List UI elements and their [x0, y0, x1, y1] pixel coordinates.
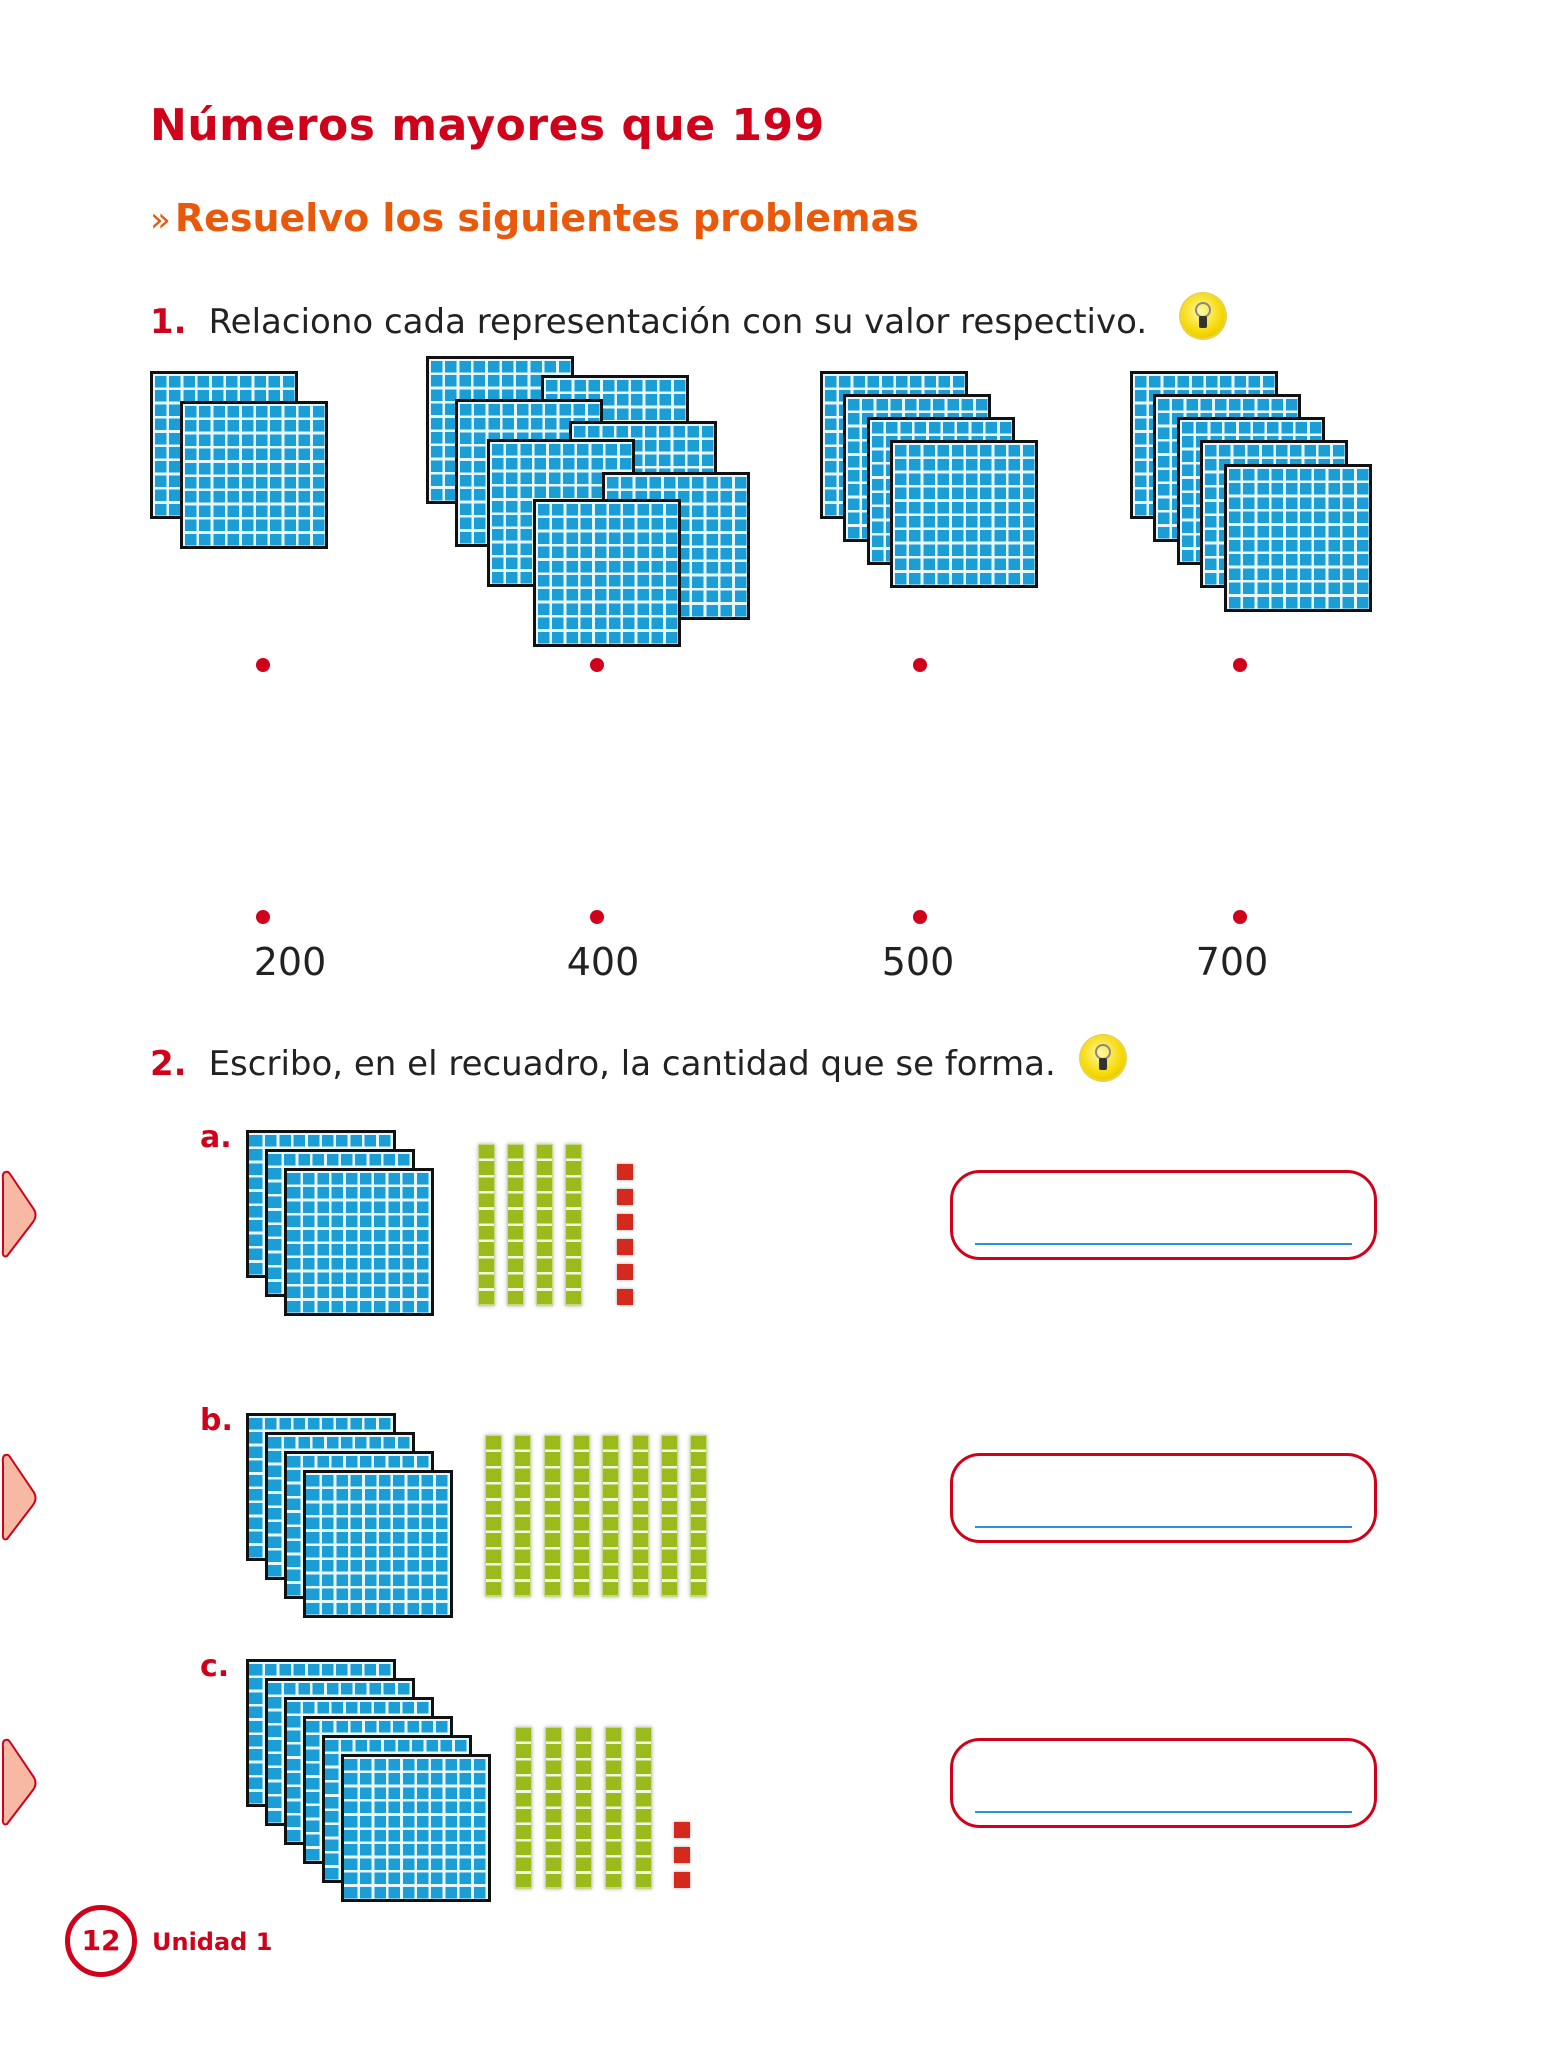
ten-rod — [660, 1435, 678, 1597]
value-label: 200 — [253, 940, 327, 984]
lightbulb-icon[interactable] — [1081, 1036, 1125, 1080]
match-dot-bottom[interactable] — [913, 910, 927, 924]
ten-rod — [485, 1435, 502, 1597]
ten-rod — [507, 1144, 524, 1306]
item-letter: c. — [200, 1649, 230, 1684]
hundred-flat — [180, 401, 328, 549]
ten-rod — [631, 1435, 649, 1597]
ten-rod — [515, 1727, 532, 1889]
arrow-icon — [0, 1736, 40, 1830]
arrow-icon — [0, 1168, 40, 1262]
one-cube — [617, 1239, 633, 1255]
answer-line — [975, 1526, 1352, 1528]
ten-rod — [635, 1727, 652, 1889]
one-cube — [617, 1189, 633, 1205]
unit-label: Unidad 1 — [152, 1928, 273, 1956]
value-label: 400 — [566, 940, 640, 984]
ten-rod — [572, 1435, 590, 1597]
one-cube — [674, 1872, 690, 1888]
question-1: 1. Relaciono cada representación con su v… — [150, 302, 1147, 342]
match-dot-bottom[interactable] — [1233, 910, 1247, 924]
answer-box[interactable] — [950, 1453, 1377, 1543]
answer-line — [975, 1811, 1352, 1813]
one-cube — [617, 1264, 633, 1280]
answer-box[interactable] — [950, 1738, 1377, 1828]
hundred-flat — [1224, 464, 1372, 612]
subtitle-text: Resuelvo los siguientes problemas — [174, 196, 919, 240]
one-cube — [617, 1164, 633, 1180]
match-dot-top[interactable] — [1233, 658, 1247, 672]
ten-rod — [536, 1144, 553, 1306]
ten-rod — [565, 1144, 582, 1306]
question-2: 2. Escribo, en el recuadro, la cantidad q… — [150, 1044, 1056, 1084]
section-subtitle: »Resuelvo los siguientes problemas — [150, 196, 919, 240]
one-cube — [617, 1289, 633, 1305]
item-letter: b. — [200, 1403, 233, 1438]
page-number: 12 — [65, 1905, 137, 1977]
match-dot-bottom[interactable] — [256, 910, 270, 924]
hundred-flat — [303, 1470, 453, 1618]
match-dot-top[interactable] — [256, 658, 270, 672]
ten-rod — [478, 1144, 495, 1306]
hundred-flat — [341, 1754, 491, 1902]
one-cube — [674, 1847, 690, 1863]
hundred-flat — [533, 499, 681, 647]
one-cube — [674, 1822, 690, 1838]
ten-rod — [543, 1435, 561, 1597]
answer-box[interactable] — [950, 1170, 1377, 1260]
hundred-flat — [890, 440, 1038, 588]
question-number: 1. — [150, 302, 187, 342]
answer-line — [975, 1243, 1352, 1245]
lightbulb-icon[interactable] — [1181, 294, 1225, 338]
question-text: Escribo, en el recuadro, la cantidad que… — [208, 1044, 1056, 1084]
chevron-icon: » — [150, 200, 171, 240]
ten-rod — [602, 1435, 620, 1597]
value-label: 500 — [881, 940, 955, 984]
ten-rod — [605, 1727, 622, 1889]
value-label: 700 — [1195, 940, 1269, 984]
ten-rod — [545, 1727, 562, 1889]
ten-rod — [514, 1435, 532, 1597]
match-dot-top[interactable] — [913, 658, 927, 672]
ten-rod — [575, 1727, 592, 1889]
arrow-icon — [0, 1451, 40, 1545]
match-dot-top[interactable] — [590, 658, 604, 672]
match-dot-bottom[interactable] — [590, 910, 604, 924]
item-letter: a. — [200, 1120, 232, 1155]
question-text: Relaciono cada representación con su val… — [208, 302, 1148, 342]
ten-rod — [690, 1435, 708, 1597]
question-number: 2. — [150, 1044, 187, 1084]
page-title: Números mayores que 199 — [150, 100, 825, 151]
one-cube — [617, 1214, 633, 1230]
hundred-flat — [284, 1168, 434, 1316]
